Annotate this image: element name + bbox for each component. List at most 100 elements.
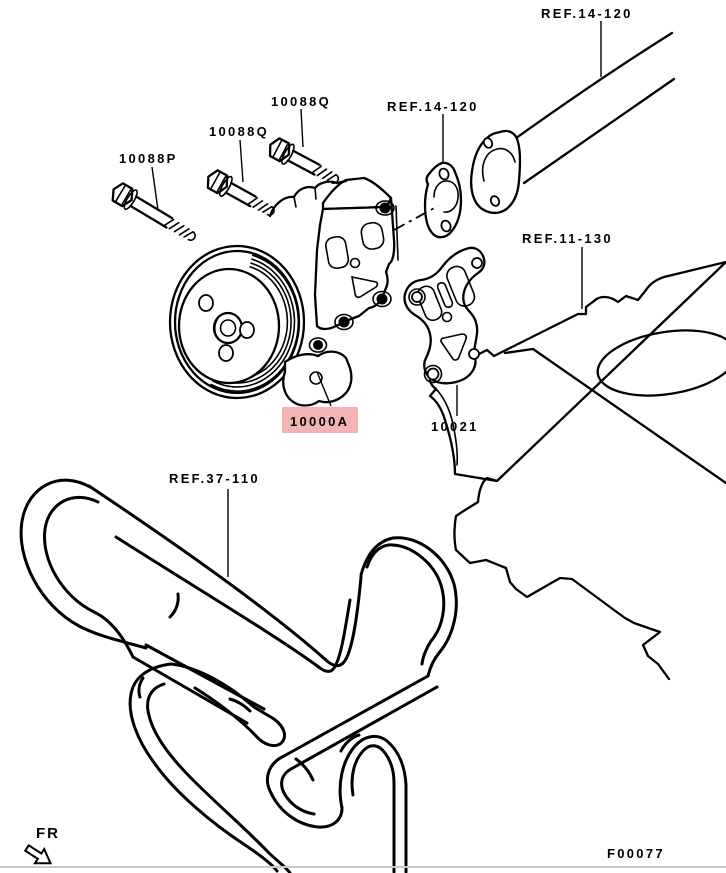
callout-ref-14-120-pipe[interactable]: REF.14-120 xyxy=(541,6,633,21)
gasket-10021-port-right xyxy=(446,265,476,307)
gasket-10021-hole-left-ring xyxy=(408,288,426,306)
leader-10088p xyxy=(151,166,159,211)
belt-upper-loop-outer xyxy=(359,536,458,678)
bracket-triangle-cutout xyxy=(350,275,379,299)
belt-heart-lobe xyxy=(169,662,287,748)
assembly-axis-line xyxy=(393,205,439,231)
pulley-rib-2 xyxy=(211,258,296,388)
belt-upper-loop-inner xyxy=(365,543,446,666)
outlet-gasket-hole-top xyxy=(438,167,450,181)
gasket-10021-hole-tr xyxy=(471,257,483,269)
callout-10000a-group[interactable]: 10000A xyxy=(282,407,358,433)
pulley-hole-1 xyxy=(198,294,214,312)
gasket-10021-slot-center xyxy=(436,281,454,309)
belt-lobe-curl xyxy=(228,697,252,713)
figure-code: F00077 xyxy=(607,846,665,861)
callout-10088p[interactable]: 10088P xyxy=(119,151,178,166)
pump-body-hole xyxy=(309,371,323,385)
pipe-flange-hole-top xyxy=(482,137,494,149)
belt-lower-loop-curl xyxy=(339,733,361,753)
belt-teardrop-curl xyxy=(168,592,180,619)
belt-descent-upper xyxy=(144,643,266,711)
belt-bowl-inner xyxy=(280,767,316,816)
outlet-gasket xyxy=(423,161,463,239)
belt-ramp-upper xyxy=(282,674,430,758)
pulley-hole-2 xyxy=(239,321,255,339)
highlight-box-10000a xyxy=(282,407,358,433)
outlet-gasket-bore xyxy=(433,180,459,213)
callout-10000a[interactable]: 10000A xyxy=(290,414,349,429)
bracket-boss-bm xyxy=(338,316,350,328)
pump-boss-washer xyxy=(308,337,328,353)
pump-pulley xyxy=(168,244,306,400)
callout-ref-11-130[interactable]: REF.11-130 xyxy=(522,231,613,246)
gasket-10021 xyxy=(403,246,486,385)
pump-boss xyxy=(313,340,323,350)
bolt-10088p xyxy=(111,182,196,241)
callout-ref-14-120-gasket[interactable]: REF.14-120 xyxy=(387,99,479,114)
orientation-label: FR xyxy=(36,825,60,842)
pipe-upper-line xyxy=(510,31,674,143)
bracket-boss-washer-br xyxy=(372,290,392,308)
drive-belt xyxy=(19,478,458,873)
pipe-flange-bore xyxy=(481,147,516,182)
bolt-10088q-2 xyxy=(268,137,340,184)
bracket-side-edge xyxy=(395,205,399,261)
belt-descent-lower xyxy=(131,655,249,725)
engine-block-opening xyxy=(596,329,726,397)
bracket-slot-right xyxy=(360,221,385,250)
engine-block-rib xyxy=(435,388,459,466)
engine-block-face-edge xyxy=(503,347,726,485)
engine-block xyxy=(428,260,726,681)
belt-bowl-curl xyxy=(294,757,315,782)
pump-body-top-detail xyxy=(293,187,317,208)
gasket-10021-triangle-port xyxy=(440,333,468,361)
belt-lower-loop-inner xyxy=(350,744,396,873)
bracket-hole-small xyxy=(349,257,361,269)
bracket-boss-br xyxy=(376,293,388,305)
belt-heart-outer xyxy=(128,662,279,873)
outlet-gasket-outline xyxy=(423,161,463,239)
gasket-10021-hole-left xyxy=(411,291,423,303)
gasket-10021-port-left xyxy=(416,285,443,322)
pulley-face xyxy=(177,267,281,385)
outlet-gasket-hole-bottom xyxy=(440,219,452,233)
bracket-slot-left xyxy=(325,235,350,270)
pump-lower-body-outline xyxy=(282,350,353,407)
fr-direction-arrow-icon xyxy=(23,843,53,865)
pulley-hub-inner xyxy=(219,319,237,337)
bracket-boss-washer-tr xyxy=(375,200,395,216)
belt-hook-curl xyxy=(137,676,145,699)
pipe-lower-line xyxy=(522,77,676,185)
bracket-boss-tr xyxy=(379,202,391,214)
bracket-front-face xyxy=(313,196,396,331)
pump-bracket xyxy=(268,176,399,331)
leader-10088q1 xyxy=(239,139,244,183)
pump-lower-body xyxy=(282,337,353,407)
leader-10000a xyxy=(316,371,332,407)
belt-bowl-outer xyxy=(266,754,344,829)
callout-10021[interactable]: 10021 xyxy=(431,419,479,434)
pump-body-top-lumps xyxy=(268,179,348,218)
pipe-flange-hole-bottom xyxy=(489,195,501,207)
gasket-10021-hole-bl-ring xyxy=(423,364,443,384)
gasket-10021-hole-bl xyxy=(426,367,440,381)
belt-lower-loop-outer xyxy=(338,734,408,873)
water-pipe xyxy=(469,31,676,214)
callout-ref-37-110[interactable]: REF.37-110 xyxy=(169,471,260,486)
pulley-hub-notch xyxy=(213,319,218,338)
pulley-rib-1 xyxy=(210,254,300,392)
callout-10088q-2[interactable]: 10088Q xyxy=(271,94,331,109)
pulley-hole-3 xyxy=(218,344,234,362)
bolt-10088q-1 xyxy=(206,169,275,216)
belt-heart-inner xyxy=(146,682,292,873)
gasket-10021-outline xyxy=(403,246,486,385)
belt-teardrop-outer xyxy=(19,478,148,650)
callout-10088q-1[interactable]: 10088Q xyxy=(209,124,269,139)
belt-ramp-lower xyxy=(289,685,439,771)
leader-10088q2 xyxy=(300,108,304,148)
belt-teardrop-inner xyxy=(43,495,135,659)
bracket-boss-washer-bm xyxy=(334,313,354,331)
